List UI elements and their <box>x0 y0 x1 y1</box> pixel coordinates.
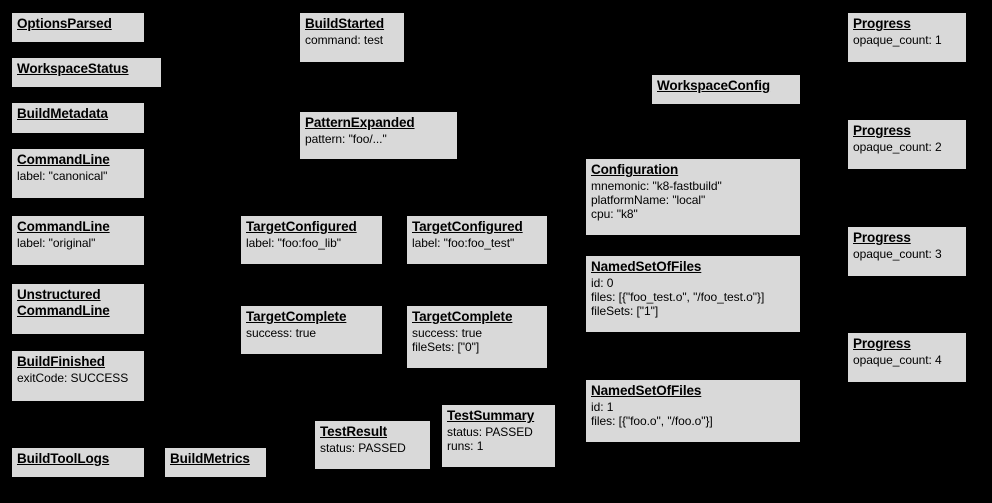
node-fields: label: "canonical" <box>17 168 108 183</box>
node-fields: status: PASSED runs: 1 <box>447 424 533 454</box>
node-title: OptionsParsed <box>17 16 112 31</box>
node-title: CommandLine <box>17 219 110 234</box>
node-title: Progress <box>853 336 911 351</box>
node-fields: label: "foo:foo_lib" <box>246 235 341 250</box>
node-fields: opaque_count: 1 <box>853 32 942 47</box>
node-build-metrics[interactable]: BuildMetrics <box>164 447 267 478</box>
node-title: WorkspaceConfig <box>657 78 771 93</box>
node-title: WorkspaceStatus <box>17 61 129 76</box>
node-fields: success: true <box>246 325 317 340</box>
node-fields: label: "foo:foo_test" <box>412 235 515 250</box>
node-workspace-config[interactable]: WorkspaceConfig <box>651 74 801 105</box>
node-title: PatternExpanded <box>305 115 415 130</box>
node-fields: id: 0 files: [{"foo_test.o", "/foo_test.… <box>591 275 765 319</box>
node-title: BuildFinished <box>17 354 105 369</box>
node-title: Configuration <box>591 162 679 177</box>
node-fields: command: test <box>305 32 384 47</box>
node-title: TargetComplete <box>246 309 347 324</box>
node-fields: opaque_count: 4 <box>853 352 942 367</box>
node-workspace-status[interactable]: WorkspaceStatus <box>11 57 162 88</box>
node-title: BuildStarted <box>305 16 385 31</box>
node-build-metadata[interactable]: BuildMetadata <box>11 102 145 134</box>
node-fields: label: "original" <box>17 235 96 250</box>
node-options-parsed[interactable]: OptionsParsed <box>11 12 145 43</box>
node-title: NamedSetOfFiles <box>591 383 702 398</box>
node-fields: success: true fileSets: ["0"] <box>412 325 483 355</box>
node-title: Progress <box>853 230 911 245</box>
node-fields: status: PASSED <box>320 440 406 455</box>
node-build-tool-logs[interactable]: BuildToolLogs <box>11 447 145 478</box>
node-title: Progress <box>853 16 911 31</box>
node-fields: id: 1 files: [{"foo.o", "/foo.o"}] <box>591 399 713 429</box>
node-fields: opaque_count: 3 <box>853 246 942 261</box>
node-fields: opaque_count: 2 <box>853 139 942 154</box>
node-title: BuildMetrics <box>170 451 250 466</box>
node-title: TargetComplete <box>412 309 513 324</box>
node-fields: pattern: "foo/..." <box>305 131 387 146</box>
node-unstructured-command-line[interactable]: Unstructured CommandLine <box>11 283 145 335</box>
node-title: CommandLine <box>17 152 110 167</box>
node-fields: mnemonic: "k8-fastbuild" platformName: "… <box>591 178 722 222</box>
node-title: NamedSetOfFiles <box>591 259 702 274</box>
node-title: TargetConfigured <box>412 219 523 234</box>
node-title: BuildMetadata <box>17 106 108 121</box>
node-title: TestResult <box>320 424 388 439</box>
node-title: TestSummary <box>447 408 535 423</box>
node-title: Progress <box>853 123 911 138</box>
node-fields: exitCode: SUCCESS <box>17 370 129 385</box>
node-title: Unstructured CommandLine <box>17 287 110 318</box>
node-title: BuildToolLogs <box>17 451 110 466</box>
node-title: TargetConfigured <box>246 219 357 234</box>
